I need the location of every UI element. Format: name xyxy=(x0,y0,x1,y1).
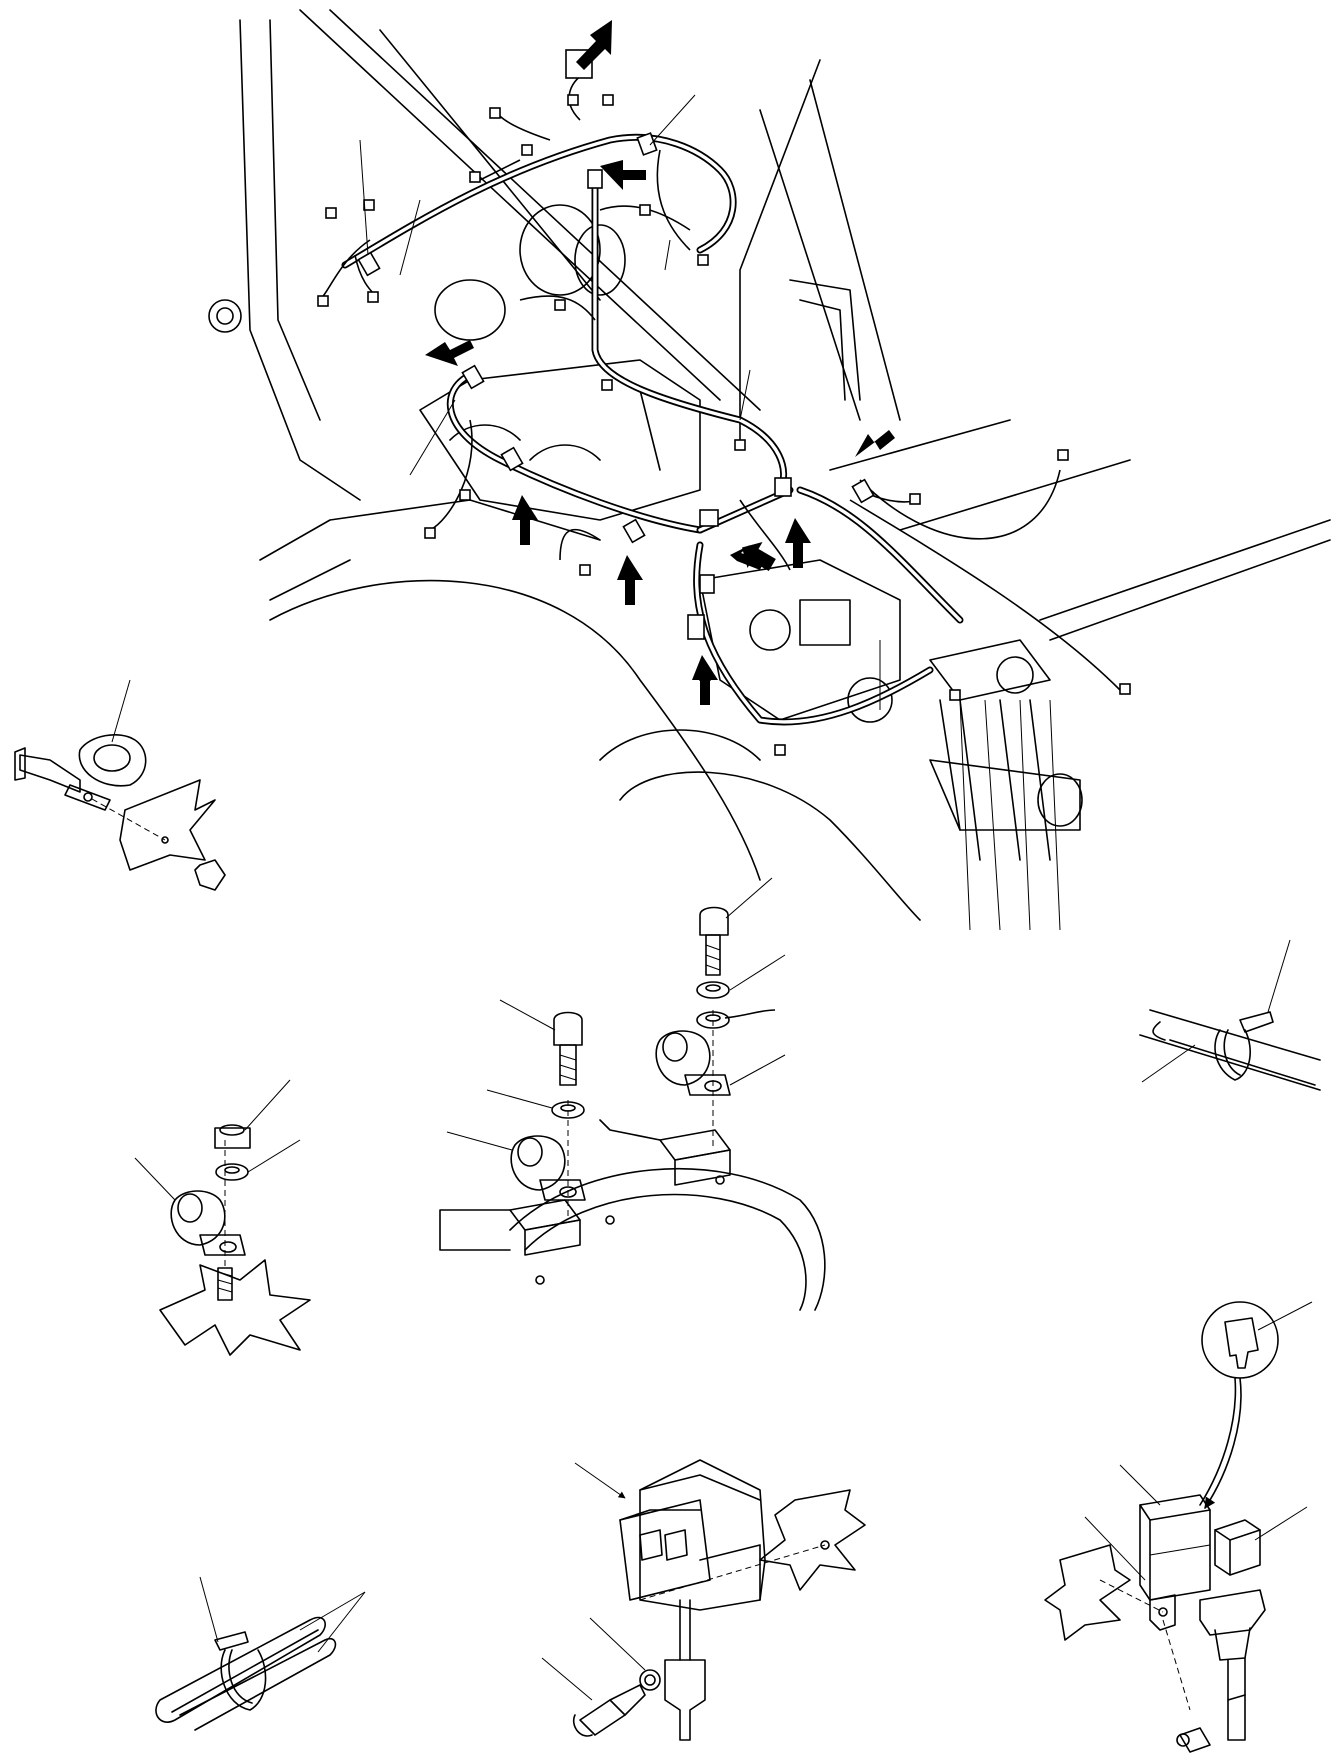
detail-cable-tie-pair xyxy=(155,1576,366,1731)
main-harness xyxy=(317,49,1131,756)
detail-nut-washer-clamp-stud xyxy=(134,1079,311,1356)
main-assembly xyxy=(208,9,1331,931)
detail-relay-bracket xyxy=(541,1459,866,1741)
detail-bolt-clamp-nut xyxy=(14,679,226,891)
engine-block xyxy=(419,204,1083,861)
detail-bolt-washer-clamp-pair xyxy=(439,877,826,1311)
detail-cable-tie-hose xyxy=(1139,939,1321,1091)
leader-lines xyxy=(359,94,1061,931)
detail-fuse-relay-box xyxy=(1044,1301,1313,1753)
cab-frame xyxy=(239,9,1331,641)
callout-arrows xyxy=(425,20,895,705)
wheel-arches xyxy=(208,299,921,921)
